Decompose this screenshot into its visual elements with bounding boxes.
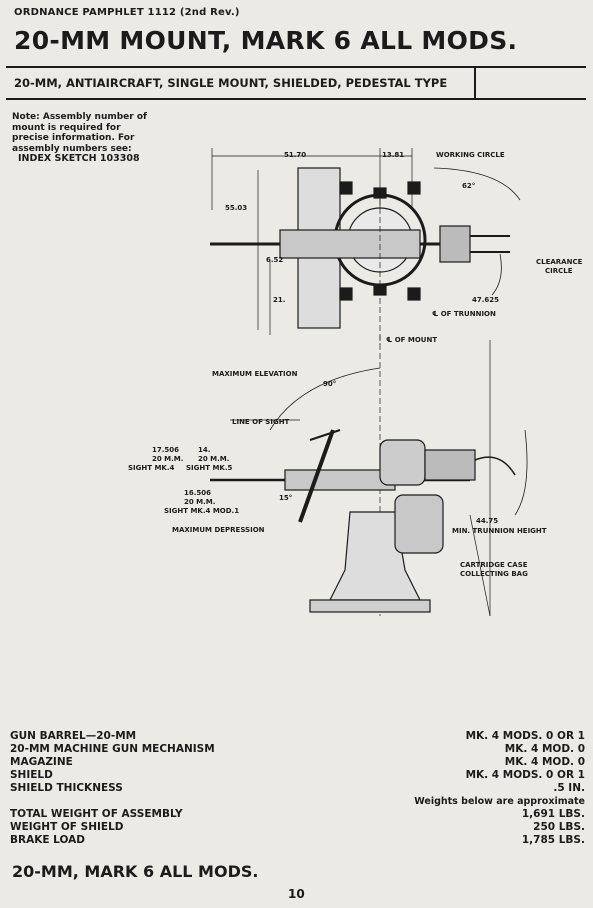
- spec-row-magazine: MAGAZINE MK. 4 MOD. 0: [10, 756, 585, 769]
- spec-label: GUN BARREL—20-MM: [10, 730, 137, 742]
- dim-17-506: 17.506: [152, 446, 179, 454]
- working-circle-label: WORKING CIRCLE: [436, 151, 505, 159]
- cl-mount-label: ℄ OF MOUNT: [386, 336, 437, 344]
- spec-label: TOTAL WEIGHT OF ASSEMBLY: [10, 808, 183, 820]
- spec-label: BRAKE LOAD: [10, 834, 85, 846]
- sight-20mm-b: 20 M.M.: [198, 455, 229, 463]
- dim-14: 14.: [198, 446, 210, 454]
- sight-20mm-a: 20 M.M.: [152, 455, 183, 463]
- pamphlet-header: ORDNANCE PAMPHLET 1112 (2nd Rev.): [14, 7, 240, 18]
- spec-label: SHIELD: [10, 769, 53, 781]
- sight-mk4-mod1: SIGHT MK.4 MOD.1: [164, 507, 239, 515]
- angle-90: 90°: [323, 380, 336, 388]
- spec-row-shield-weight: WEIGHT OF SHIELD 250 LBS.: [10, 821, 585, 834]
- cartridge-case-label: CARTRIDGE CASE: [460, 561, 528, 569]
- spec-label: 20-MM MACHINE GUN MECHANISM: [10, 743, 215, 755]
- max-elevation-label: MAXIMUM ELEVATION: [212, 370, 298, 378]
- spec-label: SHIELD THICKNESS: [10, 782, 123, 794]
- spec-label: WEIGHT OF SHIELD: [10, 821, 124, 833]
- weights-note: Weights below are approximate: [414, 796, 585, 807]
- weights-note-row: Weights below are approximate: [10, 795, 585, 808]
- subtitle: 20-MM, ANTIAIRCRAFT, SINGLE MOUNT, SHIEL…: [14, 76, 448, 90]
- spec-value: MK. 4 MOD. 0: [504, 743, 585, 755]
- spec-value: 250 LBS.: [533, 821, 585, 833]
- dim-13-81: 13.81: [382, 151, 404, 159]
- assembly-note: Note: Assembly number of mount is requir…: [12, 112, 147, 154]
- spec-value: MK. 4 MODS. 0 OR 1: [465, 730, 585, 742]
- spec-row-mechanism: 20-MM MACHINE GUN MECHANISM MK. 4 MOD. 0: [10, 743, 585, 756]
- max-depression-label: MAXIMUM DEPRESSION: [172, 526, 265, 534]
- spec-row-gun-barrel: GUN BARREL—20-MM MK. 4 MODS. 0 OR 1: [10, 730, 585, 743]
- dim-16-506: 16.506: [184, 489, 211, 497]
- min-trunnion-height-label: MIN. TRUNNION HEIGHT: [452, 527, 547, 535]
- spec-value: MK. 4 MOD. 0: [504, 756, 585, 768]
- dim-6-52: 6.52: [266, 256, 283, 264]
- spec-value: 1,691 LBS.: [521, 808, 585, 820]
- page-title: 20-MM MOUNT, MARK 6 ALL MODS.: [14, 26, 518, 55]
- page-number: 10: [288, 887, 305, 901]
- dim-21: 21.: [273, 296, 285, 304]
- spec-value: 1,785 LBS.: [521, 834, 585, 846]
- spec-label: MAGAZINE: [10, 756, 73, 768]
- footer-title: 20-MM, MARK 6 ALL MODS.: [12, 862, 259, 881]
- sight-mk4: SIGHT MK.4: [128, 464, 175, 472]
- angle-15: 15°: [279, 494, 292, 502]
- line-of-sight-label: LINE OF SIGHT: [232, 418, 290, 426]
- dim-51-70: 51.70: [284, 151, 306, 159]
- subtitle-bar: 20-MM, ANTIAIRCRAFT, SINGLE MOUNT, SHIEL…: [6, 66, 586, 100]
- specifications: GUN BARREL—20-MM MK. 4 MODS. 0 OR 1 20-M…: [10, 730, 585, 847]
- spec-row-shield: SHIELD MK. 4 MODS. 0 OR 1: [10, 769, 585, 782]
- sight-mk5: SIGHT MK.5: [186, 464, 233, 472]
- mount-drawing: 51.70 13.81 WORKING CIRCLE 62° 55.03 6.5…: [128, 148, 583, 617]
- top-view: [210, 148, 521, 345]
- spec-value: .5 IN.: [553, 782, 585, 794]
- collecting-bag-label: COLLECTING BAG: [460, 570, 528, 578]
- angle-62: 62°: [462, 182, 475, 190]
- dim-47-625: 47.625: [472, 296, 499, 304]
- cl-trunnion-label: ℄ OF TRUNNION: [432, 310, 496, 318]
- subtitle-divider: [474, 68, 476, 98]
- spec-row-shield-thickness: SHIELD THICKNESS .5 IN.: [10, 782, 585, 795]
- circle-label: CIRCLE: [545, 267, 573, 275]
- index-sketch-ref: INDEX SKETCH 103308: [18, 153, 140, 164]
- spec-row-total-weight: TOTAL WEIGHT OF ASSEMBLY 1,691 LBS.: [10, 808, 585, 821]
- dim-55-03: 55.03: [225, 204, 247, 212]
- spec-value: MK. 4 MODS. 0 OR 1: [465, 769, 585, 781]
- spec-row-brake-load: BRAKE LOAD 1,785 LBS.: [10, 834, 585, 847]
- sight-20mm-c: 20 M.M.: [184, 498, 215, 506]
- dim-44-75: 44.75: [476, 517, 498, 525]
- side-view: [210, 335, 528, 617]
- clearance-label: CLEARANCE: [536, 258, 583, 266]
